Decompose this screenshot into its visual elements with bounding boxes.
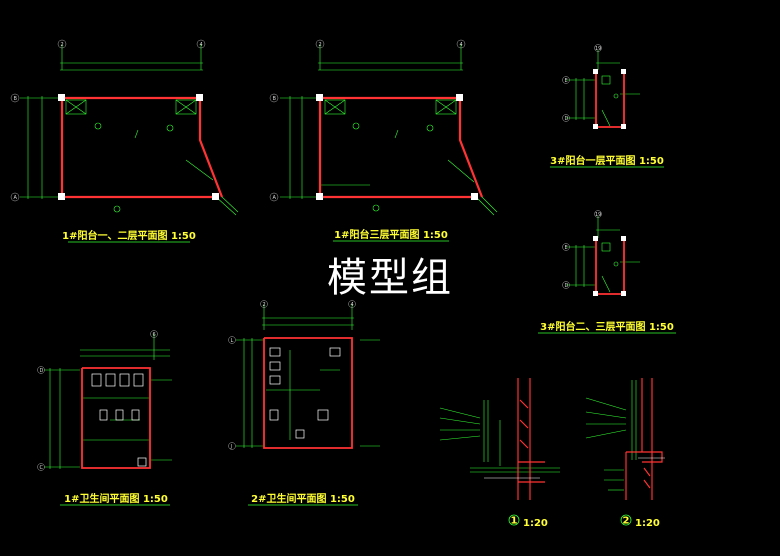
axis-label-t2-left: 2 [263,302,266,308]
axis-label-p1-left: 2 [61,42,64,48]
axis-label-t1-top: D [40,368,44,374]
detail-scale-2: 1:20 [635,518,660,529]
detail-scale-1: 1:20 [523,518,548,529]
axis-label-t2-right: 4 [351,302,354,308]
axis-label-p1-bottom: A [14,195,18,201]
axis-label-p3-top: E [565,78,568,84]
detail-marker-1 [508,514,520,526]
plan-title-balcony3-floor1: 3#阳台一层平面图 1:50 [550,154,664,167]
axis-label-p1-top: B [14,96,18,102]
plan-toilet2: L J 2 4 2#卫生间平面图 1:50 [228,300,380,506]
detail-2: 2 1:20 [585,378,665,529]
plan-balcony3-floor1: E D 19 3#阳台一层平面图 1:50 [550,44,664,168]
plan-title-balcony3-floor23: 3#阳台二、三层平面图 1:50 [540,320,674,333]
axis-label-p2-top: B [273,96,277,102]
detail-marker-2-number: 2 [623,516,630,527]
detail-marker-1-number: 1 [511,516,518,527]
axis-label-p2-left: 2 [319,42,322,48]
plan-title-balcony1-floor3: 1#阳台三层平面图 1:50 [334,228,448,241]
plan-title-toilet1: 1#卫生间平面图 1:50 [64,492,168,505]
axis-label-t1-bottom: C [40,465,44,471]
plan-balcony3-floor23: E D 19 3#阳台二、三层平面图 1:50 [538,210,676,334]
plan-title-toilet2: 2#卫生间平面图 1:50 [251,492,355,505]
detail-marker-2 [620,514,632,526]
plan-title-balcony1-floor12: 1#阳台一、二层平面图 1:50 [62,229,196,242]
axis-label-p3-grid: 19 [595,46,601,52]
axis-label-p4-top: E [565,245,568,251]
axis-label-p4-bottom: D [565,283,569,289]
axis-label-p4-grid: 19 [595,212,601,218]
axis-label-p2-bottom: A [273,195,277,201]
detail-1: 1 1:20 [439,378,560,529]
axis-label-t2-bottom: J [230,444,232,450]
axis-label-p2-right: 4 [460,42,463,48]
axis-label-p1-right: 4 [200,42,203,48]
plan-balcony1-floor12: B A 2 4 1#阳台一、二层平面图 1:50 [10,39,239,243]
watermark: 模型组 [327,255,453,301]
axis-label-t1-grid: 6 [153,332,156,338]
plan-balcony1-floor3: B A 2 4 1#阳台三层平面图 1:50 [269,39,498,242]
plan-toilet1: D C 6 1#卫生间平面图 1:50 [37,330,172,506]
axis-label-t2-top: L [231,338,234,344]
axis-label-p3-bottom: D [565,116,569,122]
